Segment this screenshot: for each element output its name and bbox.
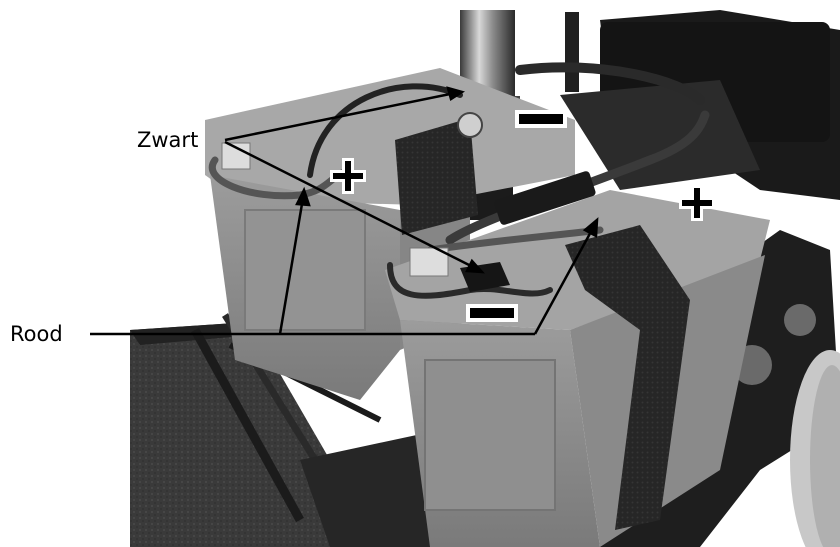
minus-sign-left-battery xyxy=(515,110,567,128)
post-bar xyxy=(565,12,579,92)
velcro-strap-right xyxy=(565,225,690,530)
battery-left-label xyxy=(244,209,366,331)
floor-carpet xyxy=(130,322,360,547)
leader-black-to-post xyxy=(224,91,456,142)
battery-left-top xyxy=(205,68,575,205)
bracket-hole-3 xyxy=(784,304,816,336)
plus-sign-right-battery xyxy=(679,185,715,221)
minus-sign-right-battery xyxy=(466,304,518,322)
rear-plate xyxy=(560,80,760,190)
cable-red-right xyxy=(426,226,604,254)
cable-harness xyxy=(515,62,705,105)
plus-sign-left-battery xyxy=(330,158,366,194)
arrowhead-red-right xyxy=(582,217,599,239)
terminal-right-red xyxy=(409,247,449,277)
scooter-photo xyxy=(130,10,840,547)
arrowhead-red-left xyxy=(295,186,311,207)
rear-wheel-tread xyxy=(810,365,840,547)
cable-black-left xyxy=(307,83,463,178)
callout-red xyxy=(90,186,599,336)
frame-tube-1 xyxy=(191,327,304,523)
arrowhead-black-post xyxy=(446,86,466,101)
callout-black xyxy=(224,86,486,274)
cable-main xyxy=(445,110,710,245)
leader-black-to-right-terminal xyxy=(224,140,476,270)
velcro-strap-left xyxy=(395,118,478,235)
leader-red-to-left-terminal xyxy=(278,197,305,335)
terminal-post-black xyxy=(457,112,483,138)
cables xyxy=(209,62,710,299)
leader-red-to-right-terminal xyxy=(533,227,595,335)
arrowhead-black-right xyxy=(465,258,486,274)
label-red: Rood xyxy=(10,322,63,346)
connector-plug xyxy=(494,171,596,225)
terminal-left-red xyxy=(221,142,251,170)
label-black: Zwart xyxy=(137,128,198,152)
battery-right-label xyxy=(424,359,556,511)
